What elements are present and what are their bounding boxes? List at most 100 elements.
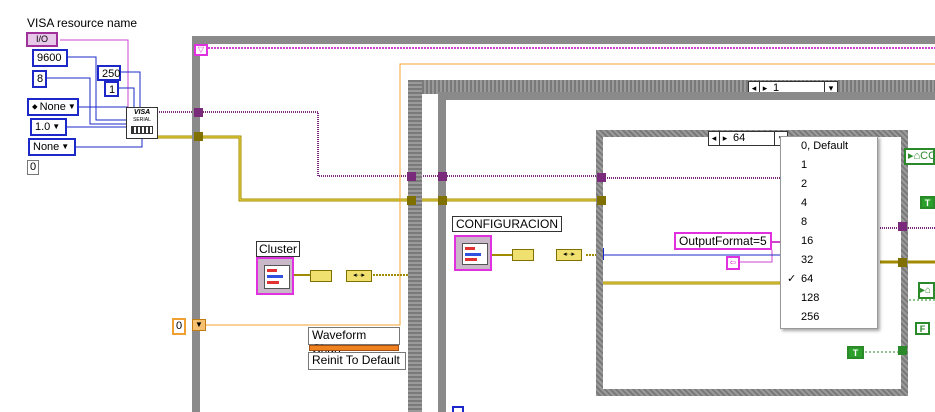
timeout-constant[interactable]: 250 [97, 65, 121, 81]
inner-loop-left-border [438, 94, 446, 412]
visa-tunnel-case[interactable] [407, 172, 416, 181]
dropdown-menu-item[interactable]: 2 [781, 175, 877, 194]
visa-resource-name-label: VISA resource name [27, 16, 138, 30]
stop-bits-value: 1.0 [35, 121, 51, 133]
outer-case-value: 1 [773, 82, 780, 94]
flow-wire [76, 136, 143, 148]
parity-value: None [39, 101, 66, 113]
dropdown-menu-item[interactable]: 256 [781, 308, 877, 327]
parity-ring[interactable]: ⬥ None ▼ [27, 98, 79, 116]
timeout-wire [120, 71, 141, 110]
bool-node[interactable]: ▸⌂ [918, 282, 935, 299]
dropdown-menu-item[interactable]: 4 [781, 194, 877, 213]
arrow-right-icon: ▸⌂ [908, 150, 921, 162]
cluster-icon [264, 265, 290, 289]
visa-configure-serial-node[interactable]: VISA SERIAL [126, 107, 158, 139]
chevron-down-icon: ▼ [67, 102, 76, 111]
dropdown-menu-item-label: 4 [801, 197, 808, 209]
dropdown-menu-item-label: 2 [801, 178, 808, 190]
inner-case-selector[interactable]: ◂ ▸ 64 ▾ [708, 131, 788, 146]
flow-control-value: None [33, 141, 60, 153]
dropdown-menu-item[interactable]: 128 [781, 289, 877, 308]
dropdown-menu-item[interactable]: 16 [781, 232, 877, 251]
dropdown-menu-item-label: 8 [801, 216, 808, 228]
zero-orange-constant[interactable]: 0 [172, 318, 186, 335]
property-node-icon[interactable]: ⇦ [726, 256, 740, 270]
chevron-down-icon[interactable]: ▾ [824, 82, 837, 95]
error-tunnel-inner[interactable] [597, 196, 606, 205]
increment-icon[interactable]: ▸ [722, 133, 728, 143]
shift-register-orange-icon[interactable]: ▼ [192, 319, 206, 331]
dropdown-menu-item-label: 0, Default [801, 140, 849, 152]
dropdown-menu-item-label: 128 [801, 292, 820, 304]
bool-tunnel[interactable] [898, 346, 907, 355]
dropdown-menu-item[interactable]: 8 [781, 213, 877, 232]
true-constant[interactable]: T [920, 196, 935, 209]
cluster-icon [462, 243, 488, 265]
databits-wire [46, 77, 128, 125]
unbundle-node[interactable] [310, 270, 332, 282]
dropdown-menu-item-label: 256 [801, 311, 820, 323]
dropdown-menu-item[interactable]: 32 [781, 251, 877, 270]
unbundle-by-name-node[interactable]: ◂··▸ [346, 270, 372, 282]
visa-tunnel-inner[interactable] [597, 173, 606, 182]
error-tunnel-case[interactable] [407, 196, 416, 205]
case-structure-left-border [408, 80, 422, 412]
dropdown-menu-item-label: 32 [801, 254, 814, 266]
dropdown-menu-item-label: 16 [801, 235, 814, 247]
baud-wire [66, 56, 128, 121]
config-unbundle-node[interactable] [512, 249, 534, 261]
orange-wire [200, 63, 935, 326]
zero-constant[interactable]: 0 [27, 160, 39, 175]
visa-refnum-wire [157, 111, 784, 179]
visa-resource-io-control[interactable]: I/O [26, 32, 58, 47]
while-loop-top-border [192, 36, 935, 44]
dropdown-menu-item-label: 64 [801, 273, 814, 285]
output-format-string-constant[interactable]: OutputFormat=5 [674, 232, 772, 250]
shift-register-down-icon[interactable]: ▽ [194, 44, 208, 56]
chevron-down-icon: ▼ [61, 142, 70, 151]
while-loop-left-border [192, 36, 200, 412]
inner-loop-top-border [438, 92, 935, 100]
ring-arrows-icon: ⬥ [32, 102, 38, 111]
baud-rate-constant[interactable]: 9600 [32, 49, 68, 67]
error-tunnel-out[interactable] [898, 258, 907, 267]
waveform-chart-label: Waveform Chart [308, 327, 400, 356]
dropdown-menu-item[interactable]: 1 [781, 156, 877, 175]
visa-node-subtitle: SERIAL [133, 117, 151, 123]
increment-icon[interactable]: ▸ [762, 83, 768, 93]
data-bits-constant[interactable]: 8 [32, 70, 47, 88]
configuracion-control[interactable] [454, 235, 492, 271]
bool-property-node[interactable]: ▸⌂CO [904, 148, 935, 165]
config-unbundle-by-name-node[interactable]: ◂··▸ [556, 249, 582, 261]
error-tunnel[interactable] [194, 132, 203, 141]
chevron-down-icon: ▼ [52, 122, 61, 131]
dropdown-menu-item[interactable]: ✓ 64 [781, 270, 877, 289]
numeric-constant-partial[interactable] [452, 406, 464, 412]
decrement-icon[interactable]: ◂ [749, 82, 760, 95]
serial-port-icon [131, 126, 153, 134]
error-tunnel-loop[interactable] [438, 196, 447, 205]
configuracion-label: CONFIGURACION [452, 216, 562, 232]
case-selector-dropdown-menu[interactable]: 0, Default 1 2 4 8 16 32 ✓ 64 128 256 [780, 136, 878, 329]
cluster-control[interactable] [256, 257, 294, 295]
dropdown-menu-item[interactable]: 0, Default [781, 137, 877, 156]
visa-resource-wire [60, 39, 129, 108]
checkmark-icon: ✓ [787, 273, 797, 285]
const1-wire [118, 87, 135, 110]
visa-tunnel-out[interactable] [898, 222, 907, 231]
visa-tunnel-loop[interactable] [438, 172, 447, 181]
decrement-icon[interactable]: ◂ [709, 132, 720, 145]
visa-node-title: VISA [133, 109, 151, 116]
reinit-to-default-label: Reinit To Default [308, 352, 406, 370]
flow-control-ring[interactable]: None ▼ [28, 138, 76, 156]
waveform-chart-terminal[interactable] [309, 345, 399, 351]
true-constant-lower[interactable]: T [847, 346, 864, 359]
visa-tunnel[interactable] [194, 108, 203, 117]
const-one[interactable]: 1 [104, 81, 119, 97]
dropdown-menu-item-label: 1 [801, 159, 808, 171]
false-constant[interactable]: F [915, 322, 930, 335]
cluster-label: Cluster [256, 241, 301, 257]
property-name: CO [920, 150, 933, 162]
stop-bits-ring[interactable]: 1.0 ▼ [30, 118, 67, 136]
